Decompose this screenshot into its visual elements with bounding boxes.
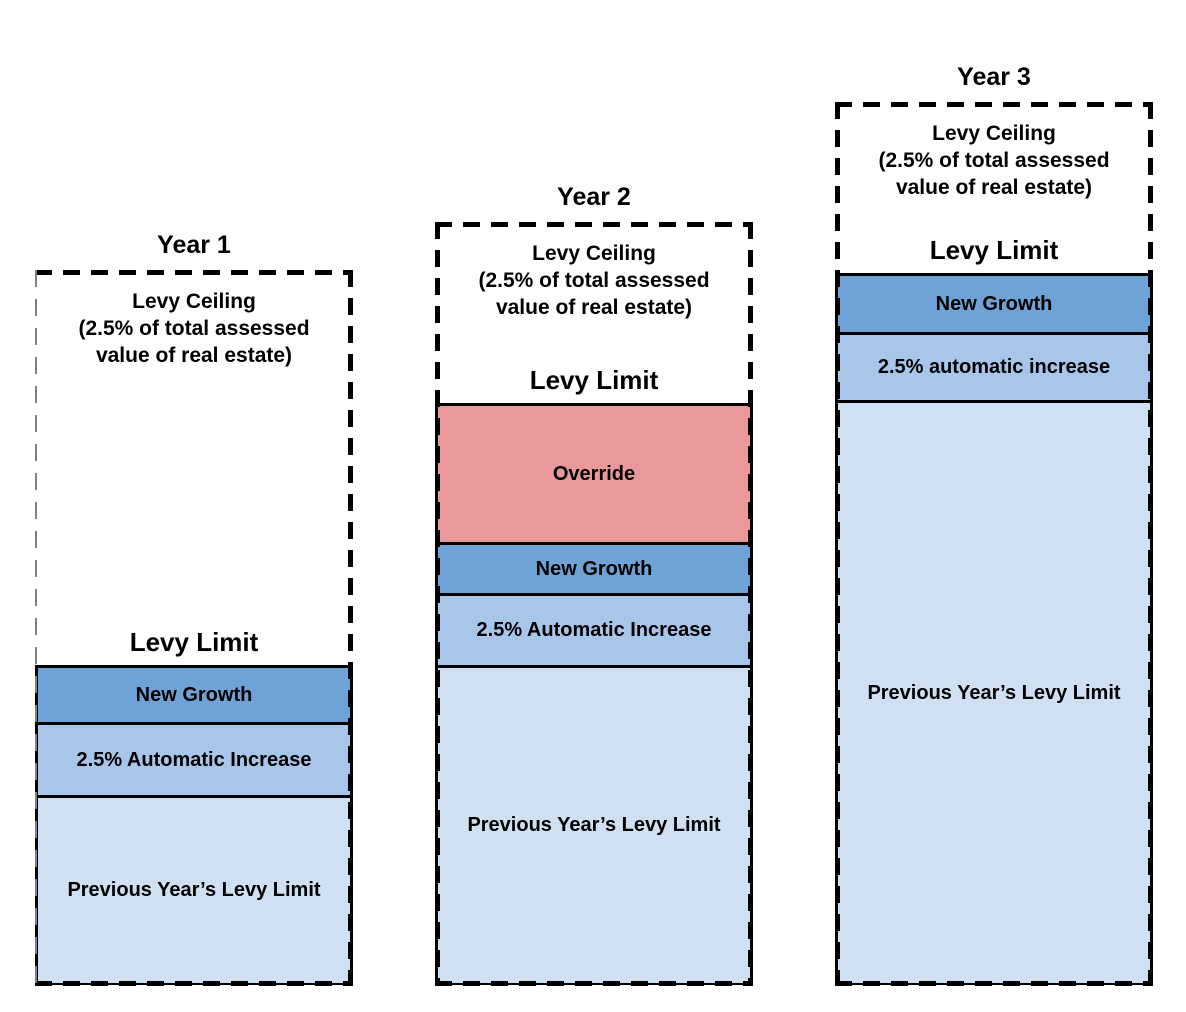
year-2-panel: Year 2 Levy Ceiling (2.5% of total asses…	[435, 183, 753, 986]
year-1-ceiling-border-top	[35, 270, 353, 275]
segment-label: Previous Year’s Levy Limit	[467, 814, 721, 836]
year-1-levy-stack: New Growth 2.5% Automatic Increase Previ…	[35, 665, 353, 985]
year-2-levy-stack: Override New Growth 2.5% Automatic Incre…	[435, 403, 753, 985]
year-1-levy-ceiling-label: Levy Ceiling (2.5% of total assessed val…	[35, 288, 353, 369]
year-1-levy-ceiling-subtitle: (2.5% of total assessed value of real es…	[78, 317, 310, 367]
year-2-title: Year 2	[557, 183, 631, 211]
segment-label: New Growth	[935, 292, 1053, 315]
year-2-levy-ceiling-label: Levy Ceiling (2.5% of total assessed val…	[435, 240, 753, 321]
year-2-levy-ceiling-title: Levy Ceiling	[532, 242, 656, 265]
year-1-ceiling-border-left	[35, 270, 37, 985]
year-2-levy-limit-label: Levy Limit	[529, 365, 659, 395]
year-1-ceiling-border-right	[348, 270, 353, 985]
year-1-levy-limit-label: Levy Limit	[129, 627, 259, 657]
year-3-levy-ceiling-label: Levy Ceiling (2.5% of total assessed val…	[835, 120, 1153, 201]
year-3-segment-new-growth: New Growth	[838, 276, 1150, 332]
segment-label: New Growth	[135, 683, 253, 706]
segment-label: New Growth	[535, 557, 653, 580]
year-3-segment-automatic-increase: 2.5% automatic increase	[838, 332, 1150, 400]
year-3-levy-limit-label: Levy Limit	[929, 235, 1059, 265]
year-1-segment-automatic-increase: 2.5% Automatic Increase	[38, 722, 350, 795]
segment-label: 2.5% automatic increase	[877, 356, 1111, 378]
year-2-levy-ceiling-subtitle: (2.5% of total assessed value of real es…	[478, 269, 710, 319]
year-2-ceiling-border-bottom	[435, 981, 753, 986]
year-3-panel: Year 3 Levy Ceiling (2.5% of total asses…	[835, 63, 1153, 986]
year-1-segment-new-growth: New Growth	[38, 668, 350, 722]
year-1-ceiling-border-bottom	[35, 981, 353, 986]
year-2-segment-override: Override	[438, 406, 750, 542]
year-3-levy-ceiling-subtitle: (2.5% of total assessed value of real es…	[878, 149, 1110, 199]
segment-label: 2.5% Automatic Increase	[476, 619, 712, 641]
year-3-ceiling-border-bottom	[835, 981, 1153, 986]
segment-label: Override	[552, 462, 636, 485]
year-3-levy-stack: New Growth 2.5% automatic increase Previ…	[835, 273, 1153, 985]
year-3-ceiling-border-right	[1148, 102, 1153, 985]
segment-label: Previous Year’s Levy Limit	[67, 879, 321, 901]
year-3-ceiling-border-top	[835, 102, 1153, 107]
year-2-ceiling-border-right	[748, 222, 753, 985]
year-3-ceiling-border-left	[835, 102, 840, 985]
year-3-segment-previous-levy-limit: Previous Year’s Levy Limit	[838, 400, 1150, 983]
year-3-title: Year 3	[957, 63, 1031, 91]
year-2-segment-automatic-increase: 2.5% Automatic Increase	[438, 593, 750, 665]
year-3-levy-ceiling-title: Levy Ceiling	[932, 122, 1056, 145]
year-2-ceiling-border-left	[435, 222, 440, 985]
segment-label: 2.5% Automatic Increase	[76, 748, 312, 771]
segment-label: Previous Year’s Levy Limit	[867, 681, 1121, 704]
year-2-ceiling-border-top	[435, 222, 753, 227]
year-1-panel: Year 1 Levy Ceiling (2.5% of total asses…	[35, 231, 353, 986]
year-2-segment-previous-levy-limit: Previous Year’s Levy Limit	[438, 665, 750, 983]
year-1-levy-ceiling-title: Levy Ceiling	[132, 290, 256, 313]
year-2-segment-new-growth: New Growth	[438, 542, 750, 593]
year-1-segment-previous-levy-limit: Previous Year’s Levy Limit	[38, 795, 350, 983]
year-1-title: Year 1	[157, 231, 231, 259]
